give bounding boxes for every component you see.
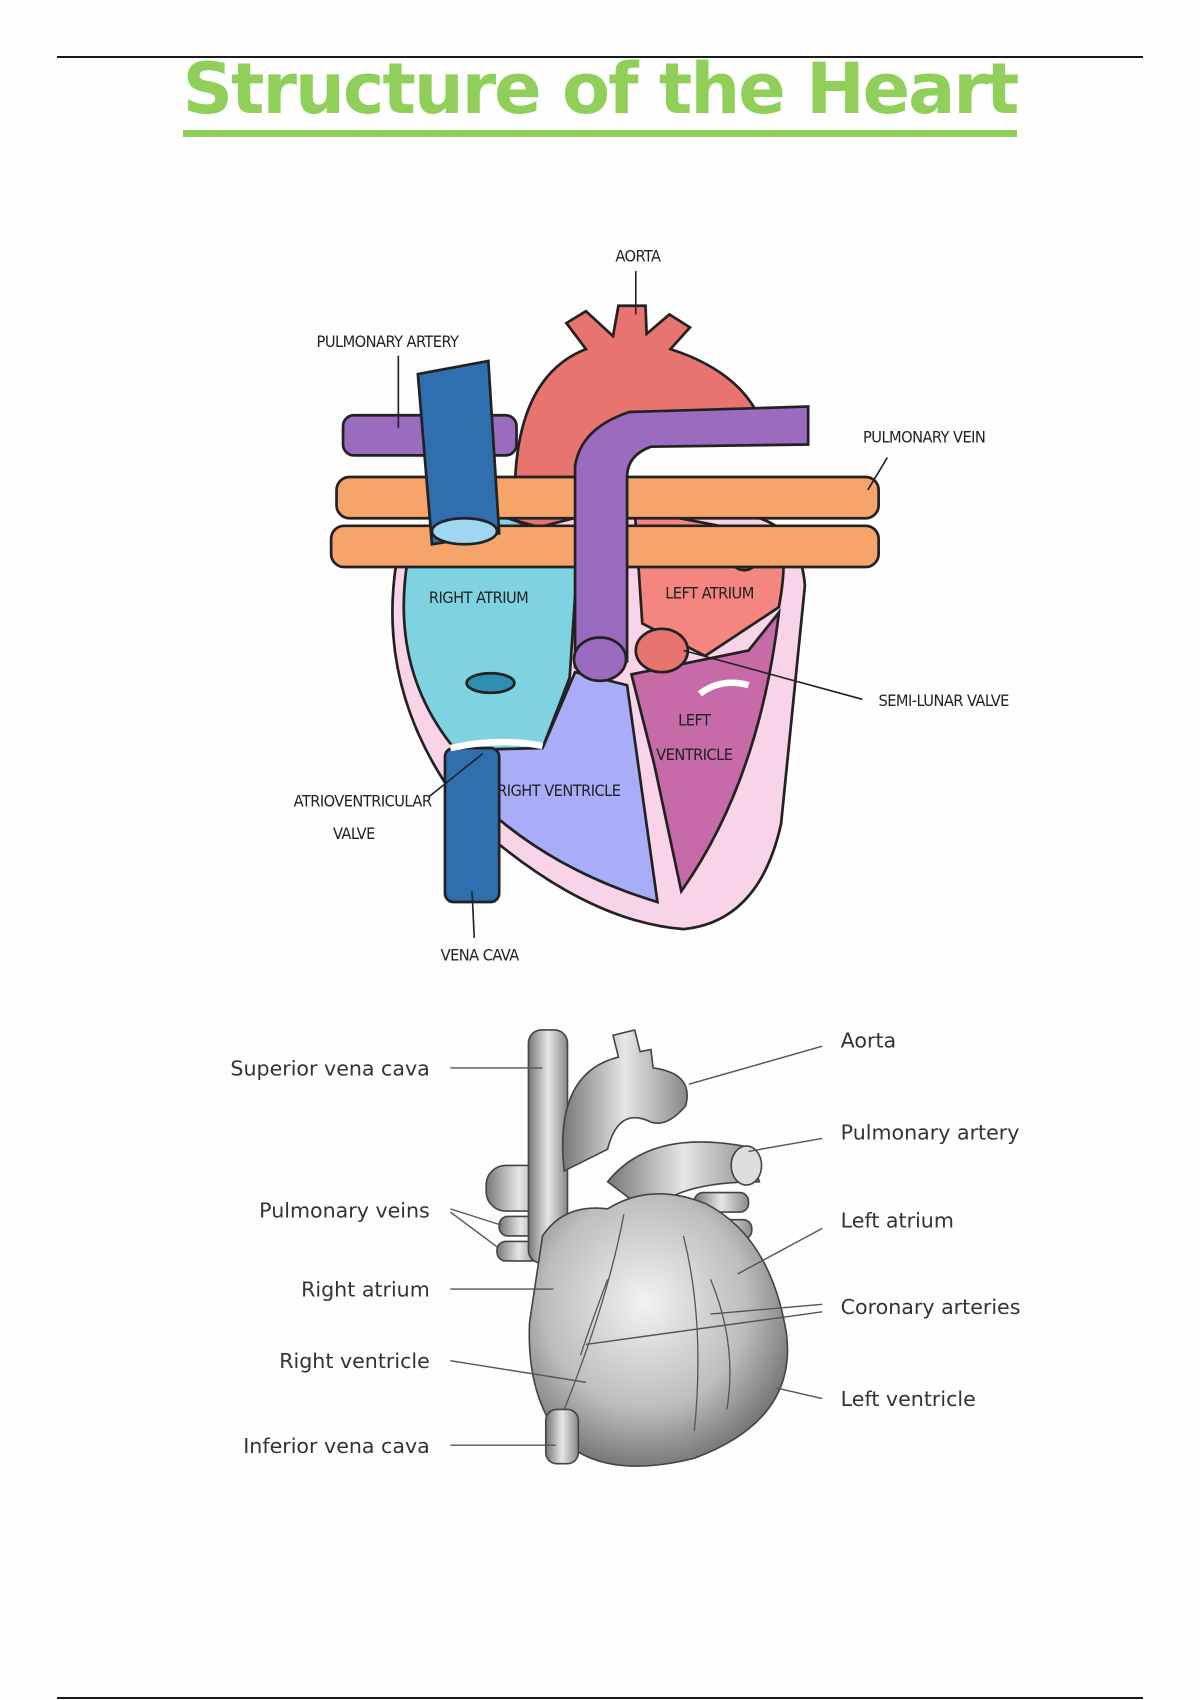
label-aorta: AORTA <box>615 246 661 265</box>
label-left-ventricle-line2: VENTRICLE <box>656 745 733 764</box>
colored-diagram-labels: AORTA PULMONARY ARTERY PULMONARY VEIN RI… <box>294 246 1010 964</box>
label-left-atrium-2: Left atrium <box>841 1208 954 1232</box>
aorta-arch-shape <box>561 1028 688 1173</box>
label-right-ventricle-2: Right ventricle <box>279 1349 430 1373</box>
page-title: Structure of the Heart <box>0 44 1200 137</box>
label-pulmonary-veins: Pulmonary veins <box>259 1199 430 1223</box>
label-pulmonary-artery-2: Pulmonary artery <box>841 1120 1020 1144</box>
label-right-ventricle: RIGHT VENTRICLE <box>497 781 621 800</box>
label-left-ventricle-line1: LEFT <box>678 710 711 729</box>
inferior-vena-cava-shape <box>544 1408 580 1465</box>
vena-cava-superior <box>416 359 501 546</box>
colored-heart-diagram <box>228 192 1048 983</box>
label-av-valve-line2: VALVE <box>333 824 375 843</box>
grayscale-heart-diagram <box>157 1013 1085 1480</box>
label-vena-cava: VENA CAVA <box>441 946 520 965</box>
label-aorta-2: Aorta <box>841 1028 896 1052</box>
label-semi-lunar-valve: SEMI-LUNAR VALVE <box>879 691 1010 710</box>
label-right-atrium-2: Right atrium <box>301 1278 430 1302</box>
label-coronary-arteries: Coronary arteries <box>841 1295 1021 1319</box>
label-left-atrium: LEFT ATRIUM <box>665 583 754 602</box>
label-av-valve-line1: ATRIOVENTRICULAR <box>294 792 432 811</box>
label-pulmonary-vein: PULMONARY VEIN <box>863 427 985 446</box>
label-superior-vena-cava: Superior vena cava <box>230 1057 429 1081</box>
grayscale-diagram-labels: Superior vena cava Pulmonary veins Right… <box>230 1028 1020 1457</box>
label-inferior-vena-cava: Inferior vena cava <box>243 1434 430 1458</box>
vena-cava-inferior <box>443 746 501 904</box>
label-pulmonary-artery: PULMONARY ARTERY <box>317 332 460 351</box>
label-left-ventricle-2: Left ventricle <box>841 1387 976 1411</box>
top-rule <box>57 56 1143 58</box>
label-right-atrium: RIGHT ATRIUM <box>429 588 528 607</box>
bottom-rule <box>57 1697 1143 1699</box>
page-title-text: Structure of the Heart <box>182 48 1019 137</box>
